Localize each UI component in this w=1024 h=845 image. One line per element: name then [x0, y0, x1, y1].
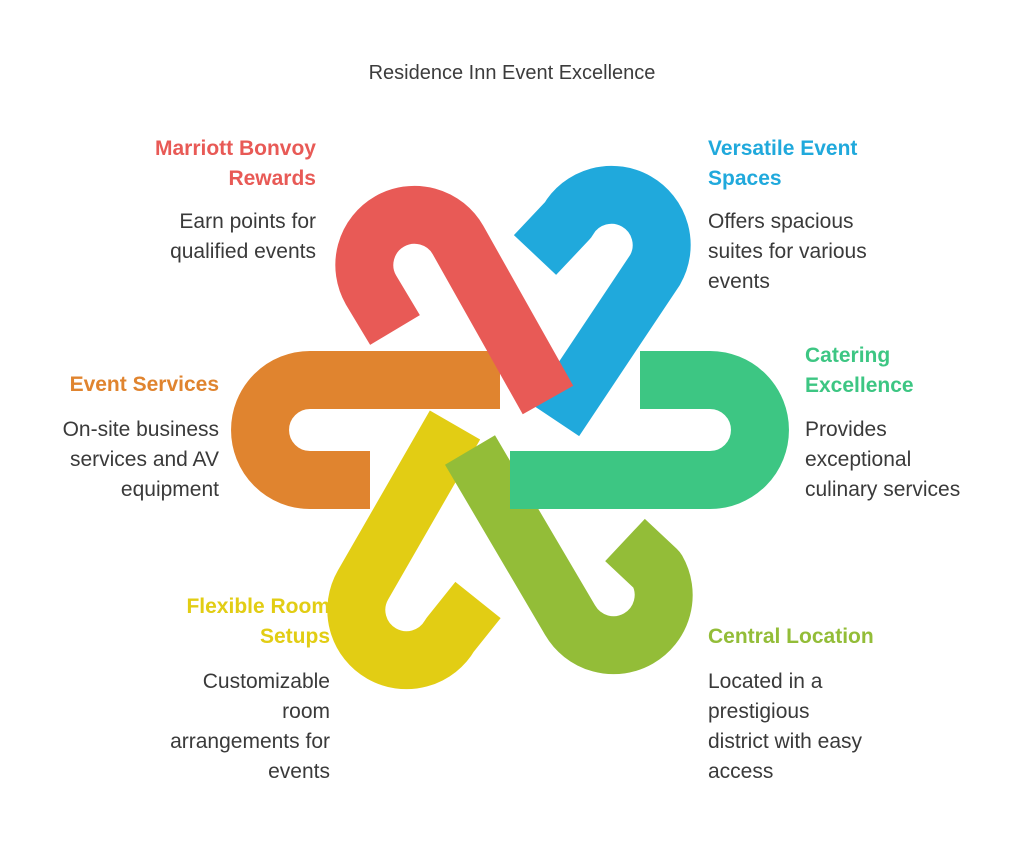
desc-line: culinary services	[805, 478, 961, 501]
desc-line: events	[268, 760, 330, 783]
label-catering-excellence: Catering Excellence	[805, 341, 914, 401]
loop-catering-excellence	[510, 351, 789, 509]
desc-line: Customizable	[202, 670, 330, 693]
desc-marriott-bonvoy-rewards: Earn points for qualified events	[170, 207, 316, 267]
label-versatile-event-spaces: Versatile Event Spaces	[708, 134, 857, 194]
desc-line: suites for various	[708, 240, 867, 263]
label-line: Central Location	[708, 625, 874, 648]
label-event-services: Event Services	[70, 370, 219, 400]
loop-versatile-event-spaces	[513, 165, 691, 437]
label-line: Rewards	[228, 167, 316, 190]
desc-catering-excellence: Provides exceptional culinary services	[805, 415, 960, 505]
diagram-title: Residence Inn Event Excellence	[368, 62, 656, 84]
label-line: Spaces	[708, 167, 782, 190]
desc-line: events	[708, 270, 770, 293]
label-line: Versatile Event	[708, 137, 858, 160]
label-line: Marriott Bonvoy	[154, 137, 316, 160]
desc-line: equipment	[120, 478, 219, 501]
desc-line: qualified events	[170, 240, 316, 263]
desc-versatile-event-spaces: Offers spacious suites for various event…	[708, 207, 867, 297]
label-marriott-bonvoy-rewards: Marriott Bonvoy Rewards	[155, 134, 316, 194]
loop-flexible-room-setups	[327, 410, 501, 690]
desc-line: prestigious	[708, 700, 810, 723]
label-line: Flexible Room	[186, 595, 330, 618]
loop-central-location	[445, 435, 693, 675]
desc-line: On-site business	[62, 418, 219, 441]
desc-line: services and AV	[69, 448, 219, 471]
desc-line: Located in a	[708, 670, 823, 693]
desc-line: arrangements for	[170, 730, 330, 753]
label-central-location: Central Location	[708, 622, 874, 652]
desc-event-services: On-site business services and AV equipme…	[63, 415, 219, 505]
desc-line: room	[282, 700, 330, 723]
label-line: Excellence	[805, 374, 914, 397]
loop-event-services	[231, 351, 500, 509]
desc-line: district with easy	[708, 730, 863, 753]
desc-line: access	[708, 760, 774, 783]
desc-line: Offers spacious	[708, 210, 854, 233]
desc-central-location: Located in a prestigious district with e…	[708, 667, 862, 787]
label-flexible-room-setups: Flexible Room Setups	[186, 592, 330, 652]
label-line: Event Services	[69, 373, 219, 396]
desc-line: exceptional	[805, 448, 912, 471]
desc-flexible-room-setups: Customizable room arrangements for event…	[170, 667, 330, 787]
label-line: Catering	[805, 344, 891, 367]
label-line: Setups	[259, 625, 330, 648]
loop-marriott-bonvoy-rewards	[335, 185, 574, 415]
desc-line: Earn points for	[179, 210, 316, 233]
desc-line: Provides	[805, 418, 887, 441]
